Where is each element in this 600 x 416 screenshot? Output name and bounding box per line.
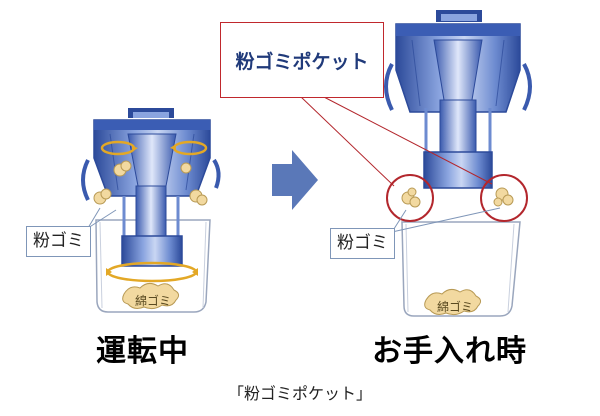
right-lower-cylinder	[423, 151, 493, 189]
dust-pocket-callout: 粉ゴミポケット	[220, 22, 384, 98]
right-dust-particles	[401, 187, 514, 208]
left-dust-cup	[95, 219, 211, 313]
left-cotton-dust	[122, 282, 180, 310]
right-cotton-dust	[424, 288, 482, 316]
left-cyclone-device	[81, 108, 221, 313]
right-cotton-label: 綿ゴミ	[437, 300, 474, 314]
right-dust-cup	[401, 221, 521, 317]
right-dust-label: 粉ゴミ	[330, 228, 395, 259]
right-pocket-highlight-left	[386, 174, 434, 222]
left-lower-cylinder	[121, 235, 183, 267]
callout-leader-lines	[299, 95, 493, 187]
transition-arrow	[272, 150, 318, 210]
left-cotton-label: 綿ゴミ	[135, 294, 172, 308]
figure-caption: 「粉ゴミポケット」	[227, 384, 372, 403]
right-cyclone-device	[299, 10, 532, 317]
left-side-handle	[81, 159, 90, 201]
right-stem	[439, 99, 477, 153]
right-state-title: お手入れ時	[372, 334, 527, 369]
left-stem	[135, 185, 167, 237]
left-dust-label: 粉ゴミ	[26, 226, 91, 257]
left-state-title: 運転中	[96, 334, 189, 369]
left-dust-particles	[93, 160, 208, 206]
right-pocket-highlight-right	[480, 174, 528, 222]
